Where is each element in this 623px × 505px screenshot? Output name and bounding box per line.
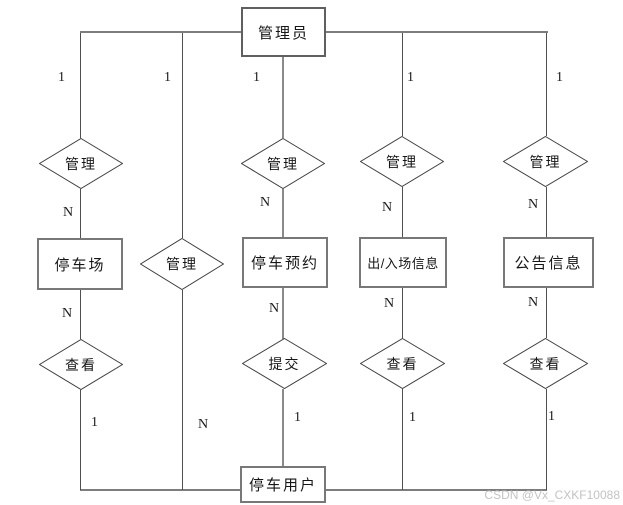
diamond-shape [39,339,123,390]
cardinality-label: N [198,417,209,432]
connector-line [282,189,284,237]
connector-line [546,187,547,237]
cardinality-label: 1 [407,70,414,85]
connector-line [402,187,403,237]
connector-line [182,290,183,490]
cardinality-label: N [382,200,393,215]
relationship-submit-reservation: 提交 [242,338,327,389]
relationship-manage-announcement: 管理 [503,136,588,187]
relationship-label: 管理 [166,256,198,272]
connector-line [282,57,284,138]
diamond-shape [39,138,123,189]
connector-line [546,33,547,136]
relationship-manage-parking-lot: 管理 [39,138,123,189]
relationship-view-announcement: 查看 [503,338,588,389]
connector-line [282,389,284,466]
cardinality-label: 1 [556,70,563,85]
cardinality-label: 1 [91,415,98,430]
connector-line [402,389,403,490]
diamond-shape [241,138,325,189]
entity-parking-lot: 停车场 [37,238,123,290]
cardinality-label: N [269,301,280,316]
entity-announcement-label: 公告信息 [514,255,583,272]
relationship-manage-user: 管理 [140,238,224,290]
connector-line [282,288,284,339]
cardinality-label: 1 [548,409,555,424]
relationship-label: 管理 [267,155,299,172]
relationship-label: 管理 [529,153,562,170]
cardinality-label: 1 [294,410,301,425]
entity-reservation-label: 停车预约 [250,255,319,272]
cardinality-label: N [62,306,73,321]
watermark: CSDN @Vx_CXKF10088 [484,488,620,502]
entity-admin: 管理员 [241,7,326,57]
relationship-label: 管理 [386,153,418,170]
connector-line [80,390,81,490]
connector-line [402,33,403,136]
diamond-shape [242,338,327,389]
cardinality-label: N [528,197,539,212]
diamond-shape [503,136,588,187]
cardinality-label: 1 [58,70,65,85]
connector-line [546,287,547,338]
cardinality-label: 1 [409,410,416,425]
relationship-label: 查看 [386,355,419,372]
diamond-shape [140,238,224,290]
entity-entry-exit-info: 出/入场信息 [359,237,447,288]
connector-line [80,489,240,491]
relationship-label: 查看 [65,356,97,373]
cardinality-label: N [384,296,395,311]
cardinality-label: N [528,295,539,310]
cardinality-label: N [63,205,74,220]
diamond-shape [360,338,445,389]
connector-line [80,290,81,339]
connector-line [326,31,548,33]
entity-parking-lot-label: 停车场 [54,256,106,274]
entity-reservation: 停车预约 [242,237,328,288]
diamond-shape [503,338,588,389]
connector-line [325,489,547,491]
connector-line [80,33,81,138]
entity-entry-exit-info-label: 出/入场信息 [367,256,439,271]
entity-parking-user-label: 停车用户 [248,477,317,494]
connector-line [80,31,241,33]
relationship-label: 提交 [268,355,301,372]
relationship-label: 管理 [65,155,97,172]
entity-announcement: 公告信息 [503,237,594,288]
diamond-shape [360,136,444,187]
relationship-manage-reservation: 管理 [241,138,325,189]
connector-line [182,33,183,238]
connector-line [402,287,403,338]
connector-line [80,189,81,238]
relationship-label: 查看 [529,355,562,372]
relationship-manage-entry-exit: 管理 [360,136,444,187]
relationship-view-parking-lot: 查看 [39,339,123,390]
cardinality-label: N [260,195,271,210]
cardinality-label: 1 [164,70,171,85]
entity-parking-user: 停车用户 [240,466,326,503]
connector-line [546,389,547,490]
cardinality-label: 1 [253,70,260,85]
entity-admin-label: 管理员 [257,24,309,42]
relationship-view-entry-exit: 查看 [360,338,445,389]
